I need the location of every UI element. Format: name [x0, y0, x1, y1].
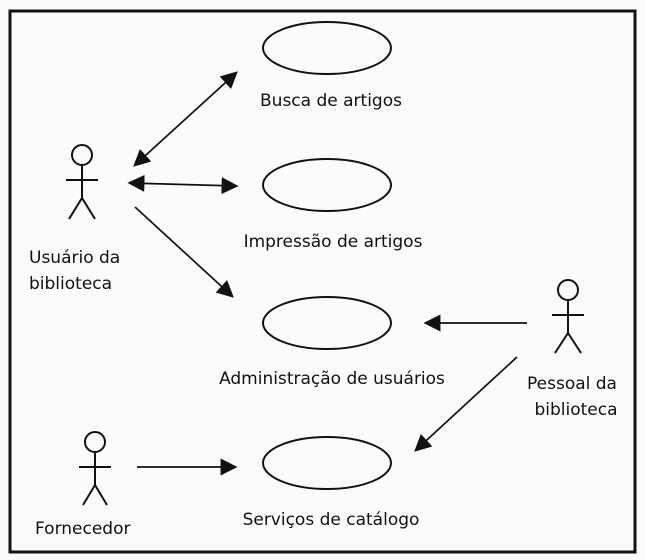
print-articles-label: Impressão de artigos: [244, 232, 423, 252]
library-user-label-line-1: Usuário da: [29, 248, 120, 268]
library-staff-label-line-1: Pessoal da: [527, 374, 617, 394]
supplier-label: Fornecedor: [35, 519, 130, 539]
user-administration-association: [134, 206, 234, 298]
outer-border: [8, 9, 637, 554]
catalog-services-use-case: [262, 436, 392, 490]
supplier-actor: [79, 431, 111, 506]
user-print-association: [127, 174, 239, 195]
library-staff-actor: [552, 279, 584, 354]
search-articles-use-case: [262, 21, 392, 75]
staff-catalog-association: [414, 356, 518, 452]
library-staff-label-line-2: biblioteca: [534, 400, 617, 420]
library-user-label-line-2: biblioteca: [29, 274, 112, 294]
user-administration-use-case: [262, 296, 392, 350]
user-administration-label: Administração de usuários: [219, 369, 445, 389]
user-search-association: [133, 71, 238, 167]
print-articles-use-case: [262, 158, 392, 212]
catalog-services-label: Serviços de catálogo: [243, 510, 420, 530]
library-user-actor: [66, 144, 98, 220]
search-articles-label: Busca de artigos: [260, 91, 402, 111]
